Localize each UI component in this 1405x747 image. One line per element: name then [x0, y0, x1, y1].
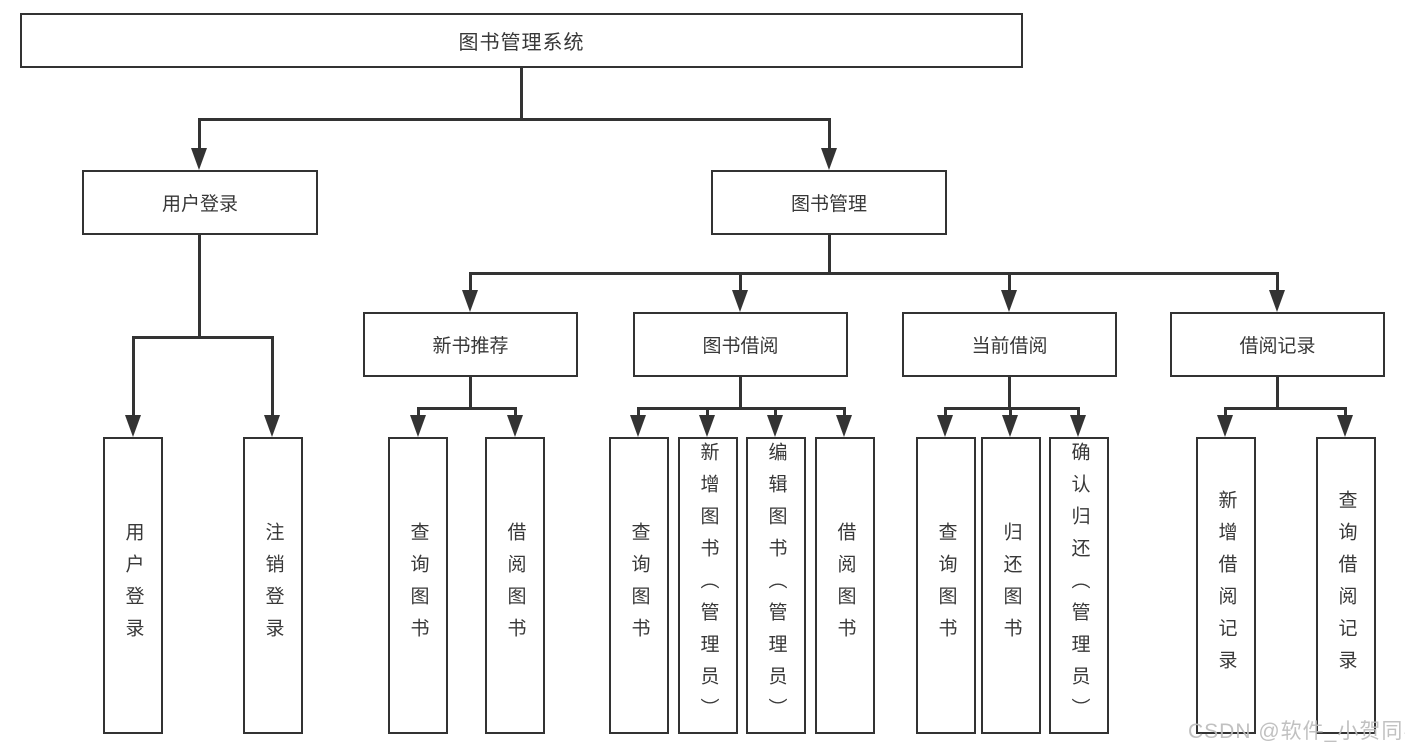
connector-line	[132, 336, 274, 339]
node-root: 图书管理系统	[20, 13, 1023, 68]
arrow-down-icon	[410, 415, 426, 437]
arrow-down-icon	[630, 415, 646, 437]
connector-line	[1224, 407, 1346, 410]
connector-line	[417, 407, 517, 410]
leaf-confirm-return-admin: 确认归还（管理员）	[1049, 437, 1109, 734]
node-user-login: 用户登录	[82, 170, 318, 235]
leaf-return-book: 归还图书	[981, 437, 1041, 734]
connector-line	[132, 336, 135, 420]
leaf-query-borrow-record: 查询借阅记录	[1316, 437, 1376, 734]
arrow-down-icon	[1269, 290, 1285, 312]
connector-line	[637, 407, 640, 420]
connector-line	[469, 272, 472, 294]
leaf-logout: 注销登录	[243, 437, 303, 734]
connector-line	[469, 272, 1278, 275]
arrow-down-icon	[821, 148, 837, 170]
connector-line	[828, 118, 831, 152]
connector-line	[1008, 272, 1011, 294]
connector-line	[417, 407, 420, 420]
arrow-down-icon	[699, 415, 715, 437]
leaf-query-book-2: 查询图书	[609, 437, 669, 734]
connector-line	[1009, 407, 1012, 420]
connector-line	[706, 407, 709, 420]
connector-line	[198, 118, 201, 152]
arrow-down-icon	[125, 415, 141, 437]
connector-line	[198, 118, 831, 121]
connector-line	[637, 407, 846, 410]
node-book-management: 图书管理	[711, 170, 947, 235]
leaf-query-book-1: 查询图书	[388, 437, 448, 734]
arrow-down-icon	[462, 290, 478, 312]
arrow-down-icon	[732, 290, 748, 312]
leaf-edit-book-admin: 编辑图书（管理员）	[746, 437, 806, 734]
arrow-down-icon	[1217, 415, 1233, 437]
connector-line	[828, 235, 831, 275]
connector-line	[739, 377, 742, 410]
connector-line	[1344, 407, 1347, 420]
arrow-down-icon	[767, 415, 783, 437]
connector-line	[1008, 377, 1011, 410]
connector-line	[944, 407, 947, 420]
arrow-down-icon	[937, 415, 953, 437]
node-borrow-records: 借阅记录	[1170, 312, 1385, 377]
connector-line	[271, 336, 274, 420]
node-current-borrow: 当前借阅	[902, 312, 1117, 377]
connector-line	[520, 68, 523, 121]
leaf-add-book-admin: 新增图书（管理员）	[678, 437, 738, 734]
node-new-book-recommend: 新书推荐	[363, 312, 578, 377]
connector-line	[514, 407, 517, 420]
connector-line	[774, 407, 777, 420]
connector-line	[1077, 407, 1080, 420]
arrow-down-icon	[507, 415, 523, 437]
leaf-borrow-book-2: 借阅图书	[815, 437, 875, 734]
csdn-watermark: CSDN @软件_小贺同学	[1188, 720, 1405, 743]
connector-line	[1276, 377, 1279, 410]
connector-line	[1276, 272, 1279, 294]
arrow-down-icon	[836, 415, 852, 437]
arrow-down-icon	[264, 415, 280, 437]
connector-line	[198, 235, 201, 339]
connector-line	[469, 377, 472, 410]
arrow-down-icon	[1070, 415, 1086, 437]
arrow-down-icon	[1001, 290, 1017, 312]
leaf-add-borrow-record: 新增借阅记录	[1196, 437, 1256, 734]
node-book-borrow: 图书借阅	[633, 312, 848, 377]
leaf-query-book-3: 查询图书	[916, 437, 976, 734]
arrow-down-icon	[191, 148, 207, 170]
connector-line	[739, 272, 742, 294]
connector-line	[1224, 407, 1227, 420]
arrow-down-icon	[1002, 415, 1018, 437]
leaf-user-login: 用户登录	[103, 437, 163, 734]
connector-line	[843, 407, 846, 420]
arrow-down-icon	[1337, 415, 1353, 437]
leaf-borrow-book-1: 借阅图书	[485, 437, 545, 734]
